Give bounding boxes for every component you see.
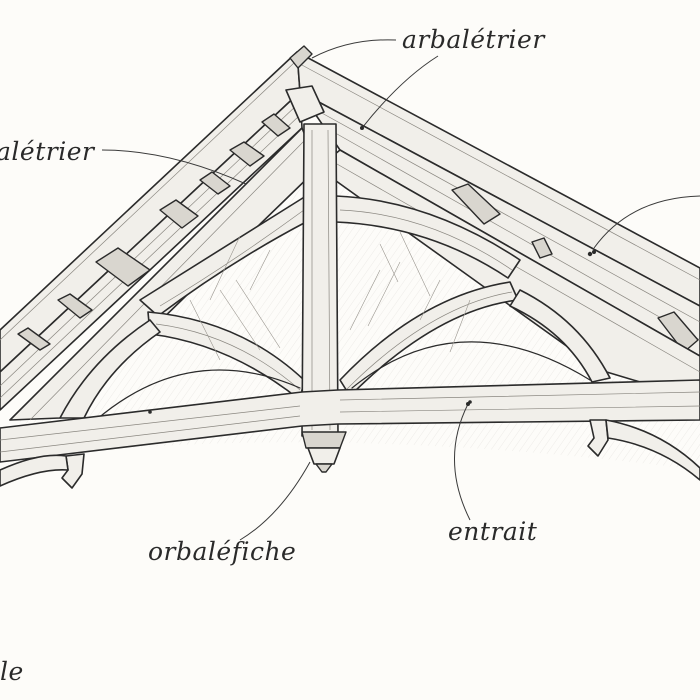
- sketch-shading: [189, 231, 471, 361]
- purlin-block: [199, 171, 231, 195]
- king-post-pendant: [307, 447, 341, 465]
- gable-background: [20, 120, 700, 470]
- label-arbaletrier-left: alétrier: [0, 137, 96, 166]
- leader-right-edge: [593, 195, 700, 249]
- curved-braces: [0, 195, 700, 481]
- king-post-finial: [315, 463, 333, 473]
- right-lower-arch: [605, 419, 700, 481]
- label-arbaletrier-top: arbalétrier: [402, 25, 546, 54]
- ridge-block: [285, 85, 325, 123]
- label-orbalefiche: orbaléfiche: [148, 537, 296, 566]
- upper-right-brace: [335, 195, 521, 279]
- purlin-block: [451, 183, 501, 225]
- label-entrait: entrait: [448, 517, 538, 546]
- purlin-block: [261, 113, 291, 137]
- right-arch-brace: [509, 289, 611, 383]
- tie-beam: [0, 251, 700, 463]
- king-post: [301, 123, 347, 473]
- purlin-block: [229, 141, 265, 167]
- ridge: [285, 45, 325, 123]
- purlin-block: [95, 247, 151, 287]
- corbels: [0, 419, 700, 489]
- leader-entrait: [454, 403, 471, 521]
- leader-orbalefiche: [239, 461, 311, 541]
- left-arch-brace: [59, 319, 161, 419]
- purlin-block: [57, 293, 93, 319]
- label-bottom-left: le: [0, 657, 24, 686]
- left-roof-slope: [0, 51, 303, 411]
- leader-arbaletrier-top: [311, 39, 397, 59]
- king-post-collar: [301, 431, 347, 449]
- leader-left: [101, 149, 247, 185]
- leader-lines: [101, 39, 700, 541]
- purlin-block: [17, 327, 51, 351]
- purlin-block: [657, 311, 699, 353]
- peg: [531, 237, 553, 259]
- left-lower-arch: [0, 454, 69, 487]
- leader-arbaletrier-inner: [361, 55, 439, 129]
- purlin-block: [159, 199, 199, 229]
